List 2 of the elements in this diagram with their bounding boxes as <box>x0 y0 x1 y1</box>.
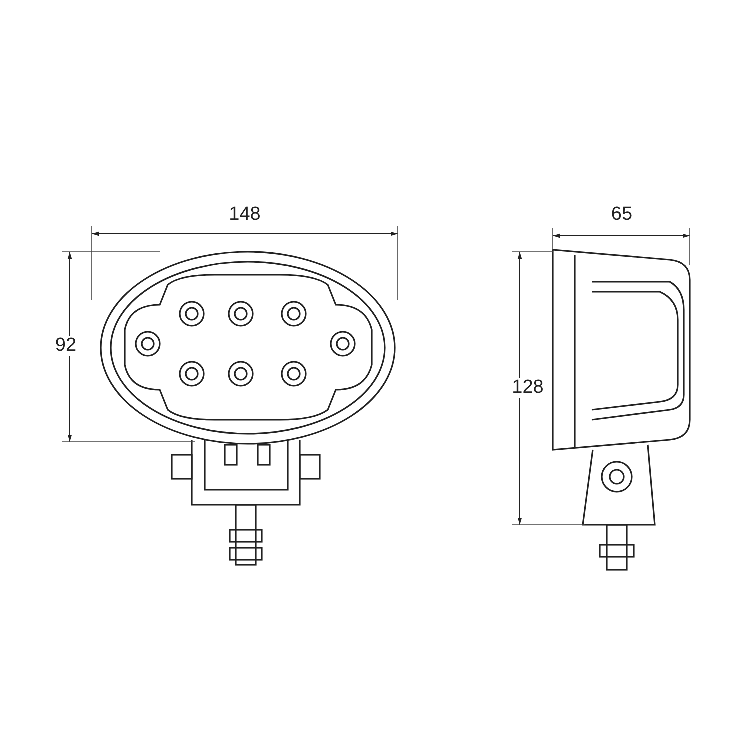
dimension-label: 92 <box>55 336 77 356</box>
dimension-label: 128 <box>512 378 544 398</box>
